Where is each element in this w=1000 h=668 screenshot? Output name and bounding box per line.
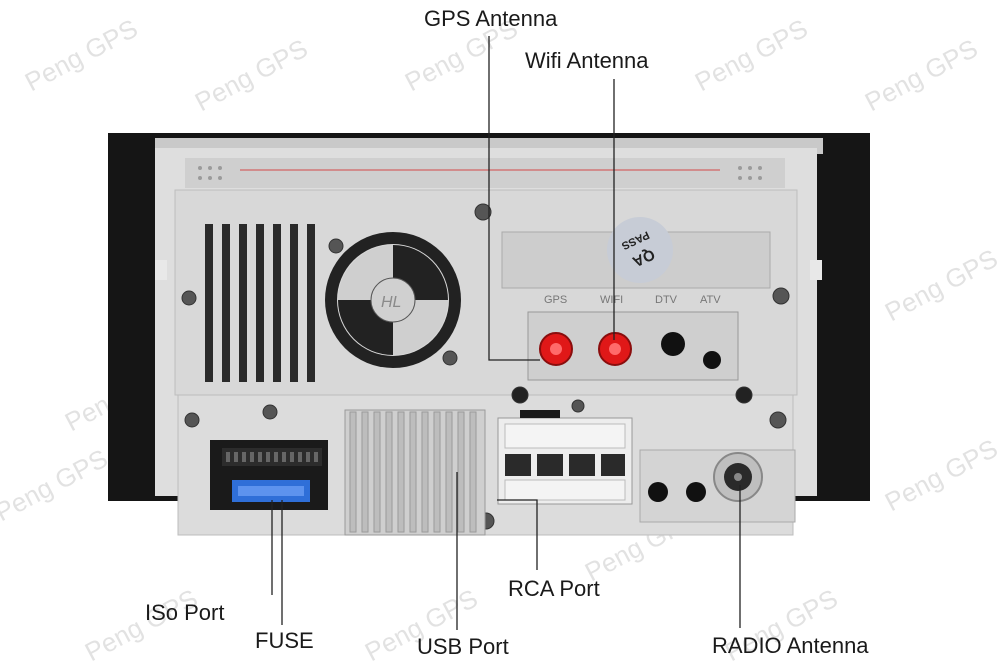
vent-slots xyxy=(205,224,315,382)
fuse-label: FUSE xyxy=(255,628,314,653)
qa-pass-sticker xyxy=(607,217,673,283)
fan-logo: HL xyxy=(381,294,401,311)
wifi-antenna-connector xyxy=(598,332,632,366)
usb-port-label: USB Port xyxy=(417,634,509,659)
top-vent-band xyxy=(185,158,785,188)
callout-lines xyxy=(271,36,741,630)
rca-callout-line xyxy=(497,499,538,570)
gps-port-mark: GPS xyxy=(544,294,567,306)
radio-antenna-label: RADIO Antenna xyxy=(712,633,869,658)
round-port-hole xyxy=(686,482,706,502)
dtv-port-mark: DTV xyxy=(655,294,678,306)
round-port-hole xyxy=(648,482,668,502)
wifi-port-mark: WIFI xyxy=(600,294,623,306)
atv-port-hole xyxy=(703,351,721,369)
rca-port-label: RCA Port xyxy=(508,576,600,601)
cooling-fan: HL xyxy=(325,232,461,368)
gps-callout-line xyxy=(488,36,540,361)
atv-port-mark: ATV xyxy=(700,294,721,306)
iso-port-label: ISo Port xyxy=(145,600,225,625)
wifi-antenna-label: Wifi Antenna xyxy=(525,48,649,73)
dtv-port-hole xyxy=(661,332,685,356)
iso-port-connector xyxy=(210,440,328,510)
gps-antenna-label: GPS Antenna xyxy=(424,6,558,31)
heatsink xyxy=(344,409,486,536)
radio-antenna-socket xyxy=(713,452,763,502)
gps-antenna-connector xyxy=(539,332,573,366)
rca-port-block xyxy=(497,410,633,505)
